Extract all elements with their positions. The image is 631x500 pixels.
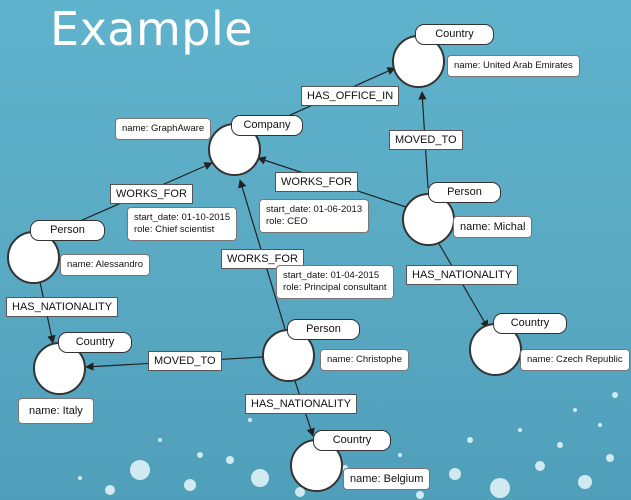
node-label: Country xyxy=(415,24,494,45)
start-date: start_date: 01-10-2015 xyxy=(134,212,231,223)
start-date: start_date: 01-06-2013 xyxy=(266,204,363,215)
edge-michal-nationality xyxy=(437,241,489,329)
relationship-label: WORKS_FOR xyxy=(110,184,193,204)
node-person-alessandro[interactable] xyxy=(7,231,60,284)
relationship-label: WORKS_FOR xyxy=(221,249,304,269)
node-label: Company xyxy=(231,115,303,136)
node-property: name: Italy xyxy=(18,398,94,424)
relationship-property: start_date: 01-06-2013 role: CEO xyxy=(259,199,370,233)
node-property: name: Belgium xyxy=(343,468,431,490)
relationship-label: HAS_NATIONALITY xyxy=(406,265,519,285)
page-title: Example xyxy=(50,2,254,56)
relationship-label: WORKS_FOR xyxy=(275,172,358,192)
node-label: Country xyxy=(313,430,391,451)
relationship-label: MOVED_TO xyxy=(148,351,222,371)
relationship-label: HAS_OFFICE_IN xyxy=(301,86,400,106)
node-property: name: Alessandro xyxy=(60,254,151,276)
node-property: name: GraphAware xyxy=(115,118,212,140)
node-property: name: Christophe xyxy=(320,349,409,371)
start-date: start_date: 01-04-2015 xyxy=(283,270,380,281)
node-property: name: Czech Republic xyxy=(520,349,630,371)
role: role: Principal consultant xyxy=(283,282,387,293)
relationship-label: MOVED_TO xyxy=(389,130,463,150)
role: role: Chief scientist xyxy=(134,224,215,235)
relationship-label: HAS_NATIONALITY xyxy=(6,297,119,317)
node-label: Country xyxy=(493,313,567,334)
relationship-property: start_date: 01-04-2015 role: Principal c… xyxy=(276,265,394,299)
node-label: Person xyxy=(428,182,501,203)
relationship-property: start_date: 01-10-2015 role: Chief scien… xyxy=(127,207,238,241)
node-label: Person xyxy=(287,319,360,340)
role: role: CEO xyxy=(266,216,308,227)
relationship-label: HAS_NATIONALITY xyxy=(245,394,358,414)
node-label: Country xyxy=(58,332,132,353)
node-label: Person xyxy=(30,220,105,241)
node-property: name: United Arab Emirates xyxy=(447,55,580,77)
node-property: name: Michal xyxy=(453,216,533,238)
